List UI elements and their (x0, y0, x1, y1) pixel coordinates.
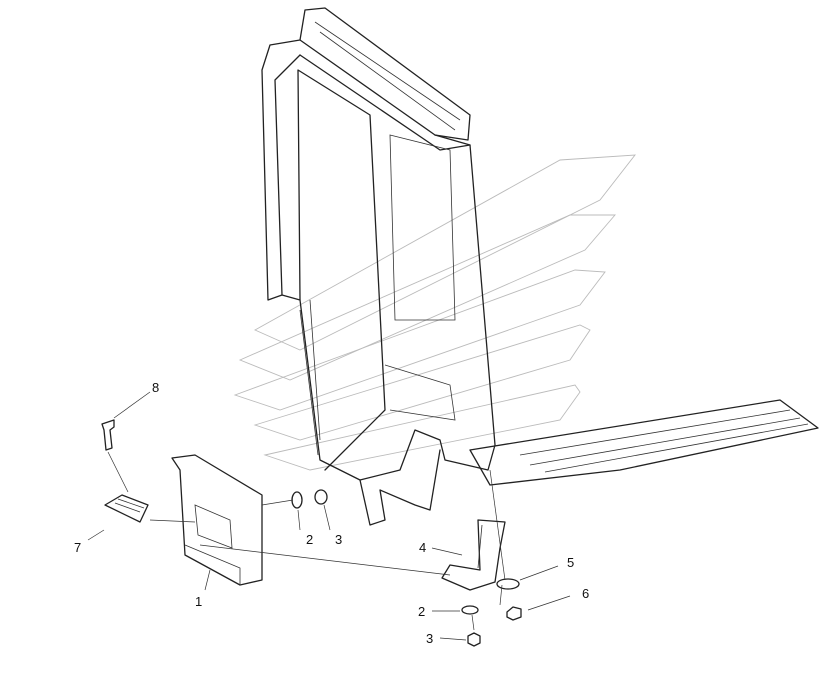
part-step-tread (104, 494, 149, 523)
part-bracket (441, 519, 506, 591)
callout-2-lower: 2 (418, 604, 425, 619)
part-washer-lower (461, 605, 479, 615)
callout-8: 8 (152, 380, 159, 395)
part-step-housing (171, 454, 263, 586)
callout-1: 1 (195, 594, 202, 609)
leader-lines (87, 391, 571, 641)
watermark-logo (233, 154, 636, 471)
door-frame (261, 7, 496, 526)
callout-3-lower: 3 (426, 631, 433, 646)
part-washer-upper (291, 491, 303, 509)
callout-3-upper: 3 (335, 532, 342, 547)
part-bolt (101, 419, 115, 451)
part-nut-lower (467, 632, 481, 647)
callout-5: 5 (567, 555, 574, 570)
callout-6: 6 (582, 586, 589, 601)
callout-4: 4 (419, 540, 426, 555)
callout-7: 7 (74, 540, 81, 555)
callout-2-upper: 2 (306, 532, 313, 547)
part-nut-upper (314, 489, 328, 505)
part-nut-6 (506, 606, 522, 621)
part-washer-5 (496, 578, 520, 590)
floor-rail (469, 399, 819, 486)
